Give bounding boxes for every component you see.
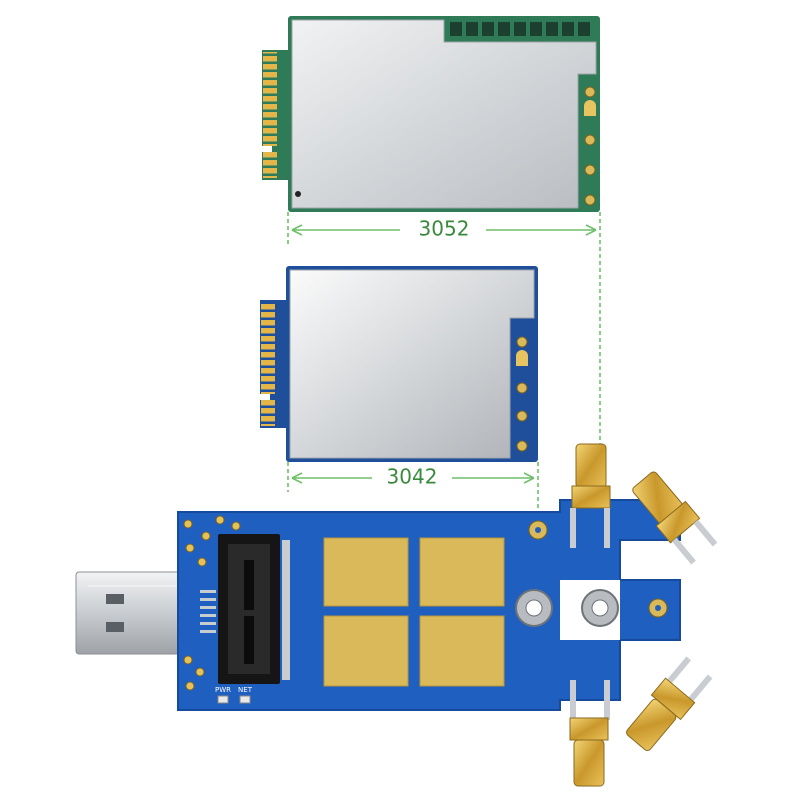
dimension-3042: [287, 462, 539, 520]
module-3052-shield: [291, 19, 597, 209]
thermal-pads: [323, 537, 505, 687]
usb-contact-pins: [200, 590, 216, 633]
module-3042: [260, 266, 538, 462]
m2-socket: [218, 534, 290, 684]
module-3052-antenna-connectors: [584, 86, 596, 206]
dimension-3052-label: 3052: [419, 217, 470, 241]
sma-connector-bottom: [569, 680, 610, 787]
module-3052-test-pads: [450, 22, 590, 36]
module-standoffs: [515, 520, 668, 627]
module-3042-shield: [289, 269, 535, 459]
sma-connector-bottom-right: [626, 656, 713, 752]
dimension-3052: [287, 212, 601, 520]
usb-adapter-board: PWR NET: [75, 443, 718, 787]
status-leds: [217, 695, 251, 704]
module-3052: [262, 16, 600, 212]
net-silkscreen-label: NET: [238, 686, 253, 694]
module-3042-antenna-connectors: [516, 336, 528, 452]
pwr-silkscreen-label: PWR: [215, 686, 231, 694]
dimension-3042-label: 3042: [387, 465, 438, 489]
sma-connector-top: [570, 443, 611, 548]
pcb-vias: [183, 515, 241, 691]
sma-connector-top-right: [632, 471, 718, 565]
